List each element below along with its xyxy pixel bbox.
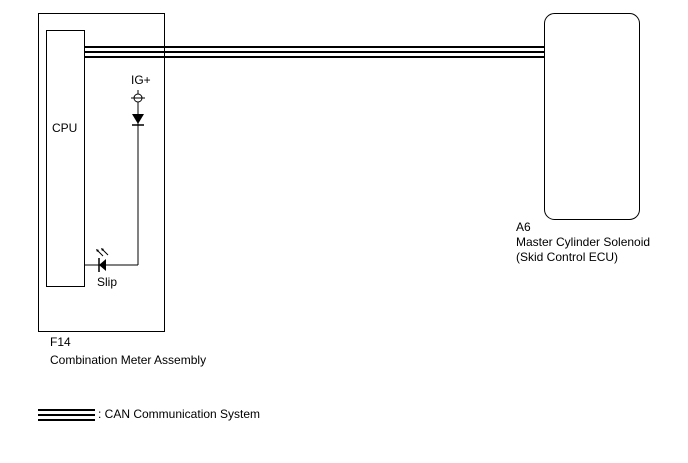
legend-can-line-icon — [38, 409, 95, 421]
slip-label: Slip — [97, 275, 117, 289]
right-component-code: A6 — [516, 220, 531, 234]
slip-indicator-led-icon — [96, 248, 109, 272]
power-terminal-icon — [131, 90, 145, 103]
ig-plus-label: IG+ — [131, 73, 151, 87]
can-bus-wire — [84, 46, 545, 58]
combination-meter-box — [38, 13, 165, 332]
diode-icon — [132, 114, 144, 126]
skid-control-ecu-box — [544, 13, 640, 220]
cpu-block — [46, 30, 85, 287]
left-component-name: Combination Meter Assembly — [50, 353, 206, 367]
legend-text: : CAN Communication System — [98, 407, 260, 421]
right-component-name-line1: Master Cylinder Solenoid — [516, 235, 650, 249]
cpu-label: CPU — [52, 121, 77, 135]
left-component-code: F14 — [50, 335, 71, 349]
right-component-name-line2: (Skid Control ECU) — [516, 250, 618, 264]
